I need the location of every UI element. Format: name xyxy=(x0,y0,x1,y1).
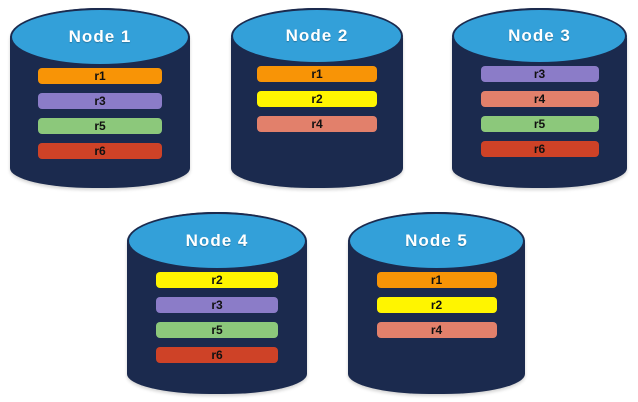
record-bar[interactable]: r1 xyxy=(38,68,162,84)
record-bar[interactable]: r3 xyxy=(156,297,278,313)
record-bar[interactable]: r2 xyxy=(156,272,278,288)
record-bar[interactable]: r6 xyxy=(156,347,278,363)
record-bar[interactable]: r6 xyxy=(38,143,162,159)
record-bar[interactable]: r6 xyxy=(480,141,599,157)
cylinder-top-4: Node 4 xyxy=(127,212,307,270)
record-bar[interactable]: r5 xyxy=(156,322,278,338)
cylinder-top-1: Node 1 xyxy=(10,8,190,66)
record-bar[interactable]: r2 xyxy=(257,91,377,107)
node-title: Node 3 xyxy=(508,26,571,45)
database-cylinder-2[interactable]: Node 2 r1 r2 r4 xyxy=(231,8,403,188)
record-bar[interactable]: r4 xyxy=(480,91,599,107)
record-bar[interactable]: r5 xyxy=(480,116,599,132)
node-title: Node 2 xyxy=(285,26,349,45)
database-cylinder-1[interactable]: Node 1 r1 r3 r5 r6 xyxy=(10,8,190,188)
record-list-3: r3 r4 r5 r6 xyxy=(452,66,627,157)
record-list-5: r1 r2 r4 xyxy=(348,272,525,338)
node-title: Node 5 xyxy=(405,231,468,250)
node-title: Node 4 xyxy=(185,231,249,250)
record-bar[interactable]: r1 xyxy=(376,272,497,288)
record-bar[interactable]: r5 xyxy=(38,118,162,134)
cylinder-top-2: Node 2 xyxy=(231,8,403,64)
record-bar[interactable]: r1 xyxy=(257,66,377,82)
cylinder-top-5: Node 5 xyxy=(348,212,525,270)
record-list-2: r1 r2 r4 xyxy=(231,66,403,132)
record-bar[interactable]: r2 xyxy=(376,297,497,313)
record-bar[interactable]: r3 xyxy=(38,93,162,109)
database-cylinder-5[interactable]: Node 5 r1 r2 r4 xyxy=(348,212,525,394)
record-bar[interactable]: r3 xyxy=(480,66,599,82)
record-bar[interactable]: r4 xyxy=(257,116,377,132)
record-bar[interactable]: r4 xyxy=(376,322,497,338)
cylinder-top-3: Node 3 xyxy=(452,8,627,64)
node-title: Node 1 xyxy=(68,27,132,46)
database-cylinder-4[interactable]: Node 4 r2 r3 r5 r6 xyxy=(127,212,307,394)
database-cylinder-3[interactable]: Node 3 r3 r4 r5 r6 xyxy=(452,8,627,188)
record-list-4: r2 r3 r5 r6 xyxy=(127,272,307,363)
record-list-1: r1 r3 r5 r6 xyxy=(10,68,190,159)
